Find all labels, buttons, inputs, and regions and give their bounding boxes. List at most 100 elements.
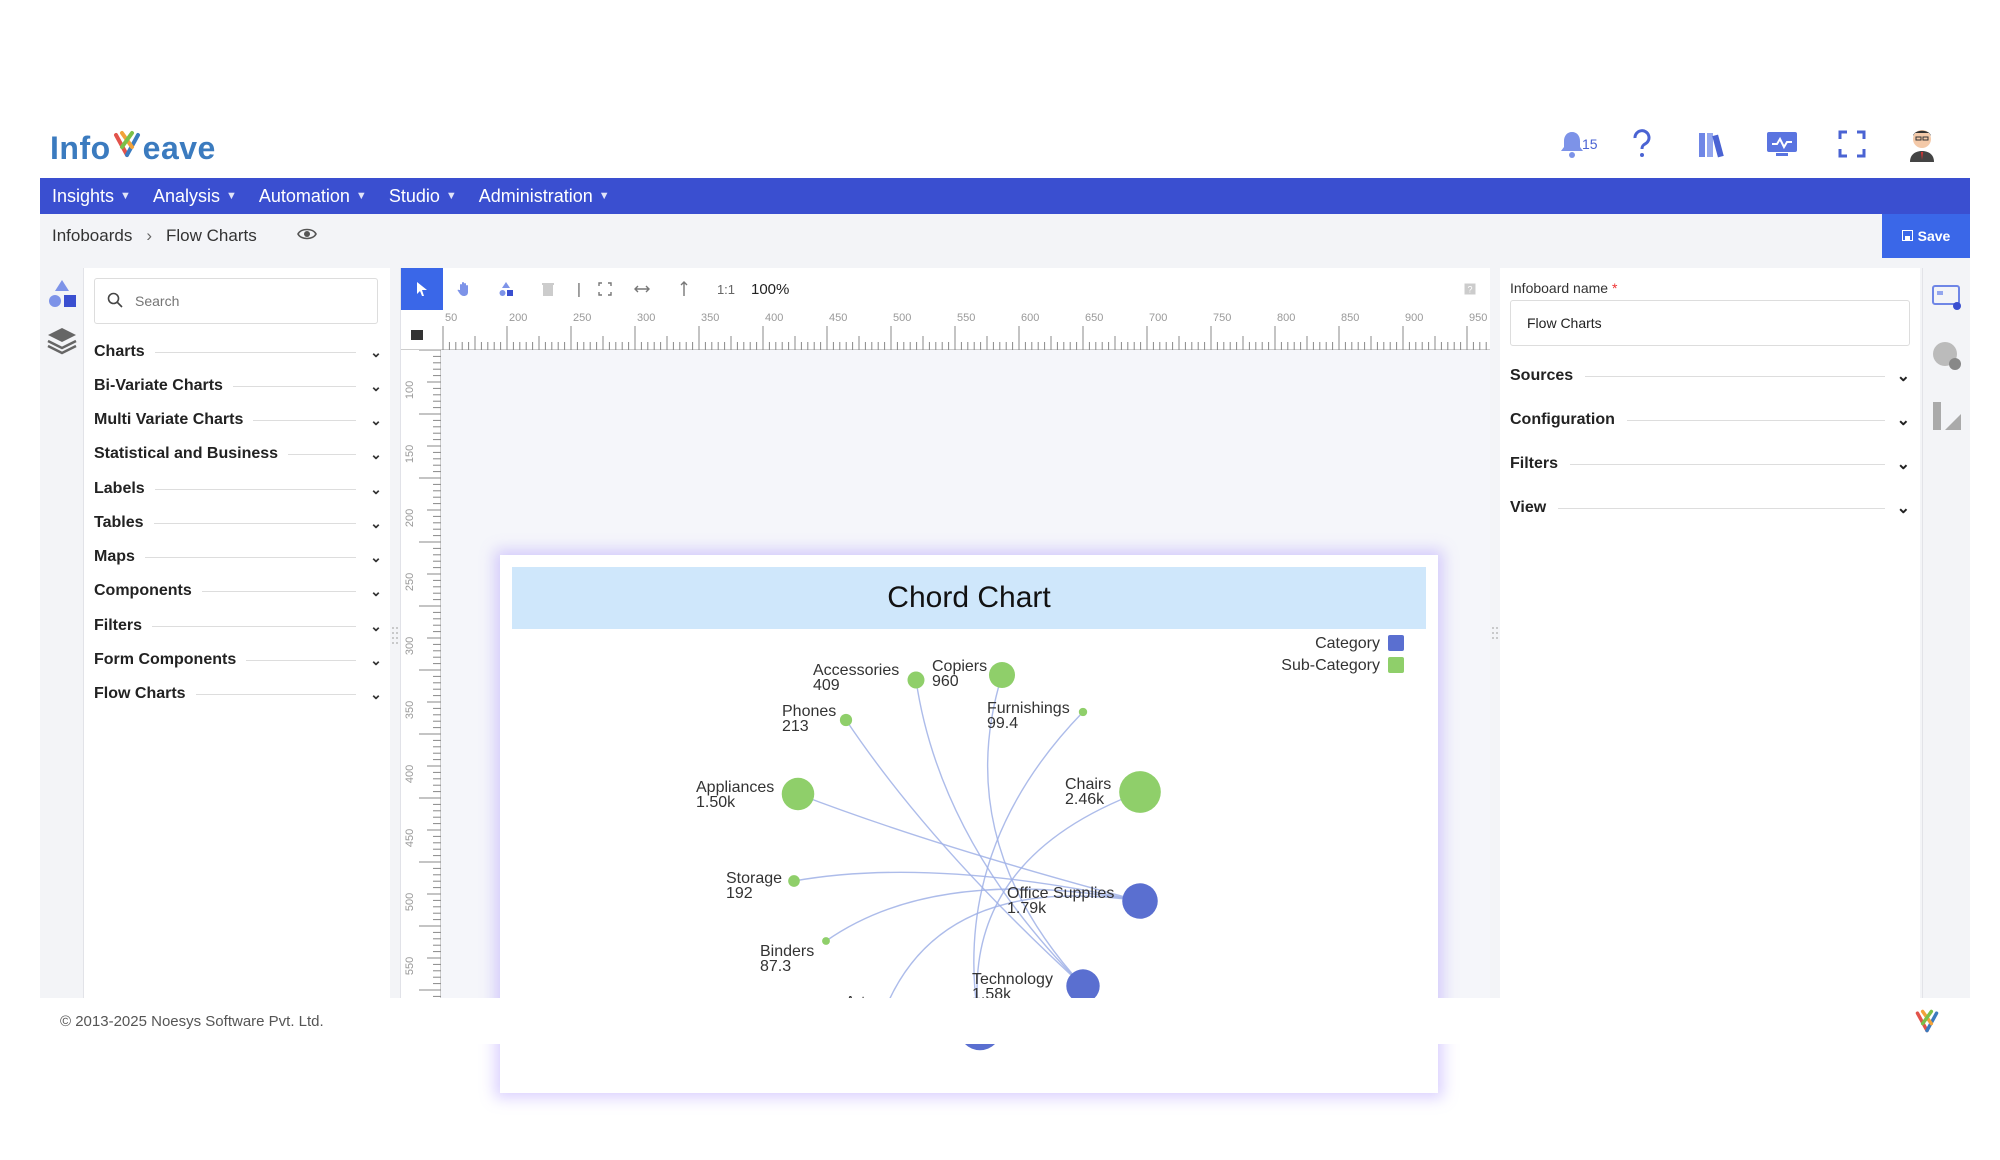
main-menu: Insights▼ Analysis▼ Automation▼ Studio▼ … (40, 178, 1970, 214)
fit-height-icon[interactable] (663, 268, 705, 310)
library-icon[interactable] (1694, 126, 1730, 162)
left-splitter-handle[interactable] (390, 268, 400, 998)
chord-node[interactable] (988, 661, 1016, 689)
chord-node[interactable] (907, 671, 925, 689)
divider (154, 351, 356, 353)
fullscreen-icon[interactable] (1834, 126, 1870, 162)
menu-studio[interactable]: Studio▼ (389, 186, 457, 207)
category-label: Components (94, 582, 192, 599)
actual-size-button[interactable]: 1:1 (716, 281, 736, 297)
ruler-left-label: 150 (404, 445, 416, 463)
save-button[interactable]: Save (1882, 214, 1970, 258)
category-label: Form Components (94, 651, 237, 668)
menu-label: Insights (52, 185, 115, 206)
chord-node[interactable] (781, 777, 815, 811)
chevron-down-icon: ⌄ (1896, 500, 1910, 517)
search-input[interactable] (135, 293, 355, 309)
menu-automation[interactable]: Automation▼ (259, 186, 367, 207)
fit-width-icon[interactable] (621, 268, 663, 310)
right-rail (1922, 268, 1970, 998)
menu-administration[interactable]: Administration▼ (479, 186, 610, 207)
zoom-level[interactable]: 100% (751, 280, 790, 298)
logo-mark-icon (112, 129, 142, 167)
legend-label: Sub-Category (1281, 657, 1380, 674)
footer: © 2013-2025 Noesys Software Pvt. Ltd. (40, 998, 1970, 1044)
caret-down-icon: ▼ (598, 190, 610, 202)
ruler-top-label: 350 (701, 312, 719, 324)
menu-label: Automation (258, 185, 350, 206)
section-sources[interactable]: Sources⌄ (1510, 358, 1910, 394)
breadcrumb-root[interactable]: Infoboards (52, 226, 133, 245)
required-marker: * (1611, 280, 1618, 296)
monitor-icon[interactable] (1764, 126, 1800, 162)
node-value-label: 87.3 (760, 958, 791, 975)
category-labels[interactable]: Labels⌄ (94, 471, 386, 507)
chord-node[interactable] (788, 875, 800, 887)
infoveave-logo[interactable]: Info eave (50, 128, 216, 168)
chevron-down-icon: ⌄ (370, 548, 382, 565)
divider (201, 590, 356, 592)
chevron-down-icon: ⌄ (370, 685, 382, 702)
dashboard-settings-icon[interactable] (1931, 282, 1963, 314)
eye-icon[interactable] (296, 226, 317, 246)
divider (288, 453, 356, 455)
fit-screen-icon[interactable] (589, 268, 621, 310)
node-value-label: 192 (726, 885, 753, 902)
ruler-left-label: 200 (404, 509, 416, 527)
search-box[interactable] (94, 278, 378, 324)
legend-swatch[interactable] (1388, 635, 1404, 651)
shapes-tool-button[interactable] (485, 268, 527, 310)
ruler-left-label: 350 (404, 701, 416, 719)
select-tool-button[interactable] (401, 268, 443, 310)
category-maps[interactable]: Maps ⌄ (94, 539, 386, 575)
user-avatar[interactable] (1904, 126, 1940, 162)
category-multi-variate[interactable]: Multi Variate Charts⌄ (94, 402, 386, 438)
app-window: Info eave 15 (40, 118, 1970, 1093)
right-splitter-handle[interactable] (1490, 268, 1500, 998)
divider (144, 556, 356, 558)
category-statistical[interactable]: Statistical and Business⌄ (94, 436, 386, 472)
chord-node[interactable] (1122, 883, 1158, 919)
category-tables[interactable]: Tables⌄ (94, 505, 386, 541)
category-label: Maps (94, 548, 135, 565)
category-bi-variate[interactable]: Bi-Variate Charts⌄ (94, 368, 386, 404)
category-components[interactable]: Components⌄ (94, 573, 386, 609)
chord-node[interactable] (1066, 969, 1100, 1003)
menu-analysis[interactable]: Analysis▼ (153, 186, 237, 207)
delete-tool-button[interactable] (527, 268, 569, 310)
section-label: Filters (1510, 455, 1559, 472)
divider (1585, 375, 1885, 377)
layers-icon[interactable] (46, 324, 78, 356)
canvas-help-icon[interactable]: ? (1449, 268, 1491, 310)
chord-node[interactable] (1078, 707, 1088, 717)
chord-node[interactable] (839, 713, 853, 727)
chord-node[interactable] (822, 937, 830, 945)
section-configuration[interactable]: Configuration⌄ (1510, 402, 1910, 438)
menu-insights[interactable]: Insights▼ (52, 186, 131, 207)
category-charts[interactable]: Charts⌄ (94, 334, 386, 370)
chord-node[interactable] (1119, 771, 1161, 813)
node-name-label: Technology (972, 971, 1053, 988)
data-style-icon[interactable] (1931, 400, 1963, 432)
lock-icon[interactable] (411, 330, 423, 340)
section-filters[interactable]: Filters⌄ (1510, 446, 1910, 482)
help-icon[interactable] (1624, 126, 1660, 162)
pan-hand-tool-button[interactable] (443, 268, 485, 310)
top-bar: Info eave 15 (40, 118, 1970, 178)
category-form-components[interactable]: Form Components⌄ (94, 642, 386, 678)
notifications-bell-icon[interactable]: 15 (1554, 126, 1598, 162)
infoboard-name-input[interactable]: Flow Charts (1510, 300, 1910, 346)
category-flow-charts[interactable]: Flow Charts⌄ (94, 676, 386, 712)
category-label: Filters (94, 617, 143, 634)
ruler-left-label: 300 (404, 637, 416, 655)
theme-palette-icon[interactable] (1931, 340, 1963, 372)
node-name-label: Phones (782, 703, 836, 720)
canvas-toolbar: | 1:1 100% ? (401, 268, 1491, 310)
ruler-top-label: 450 (829, 312, 847, 324)
shapes-icon[interactable] (46, 278, 78, 310)
category-filters[interactable]: Filters⌄ (94, 608, 386, 644)
node-name-label: Copiers (932, 658, 987, 675)
section-view[interactable]: View⌄ (1510, 490, 1910, 526)
legend-swatch[interactable] (1388, 657, 1404, 673)
